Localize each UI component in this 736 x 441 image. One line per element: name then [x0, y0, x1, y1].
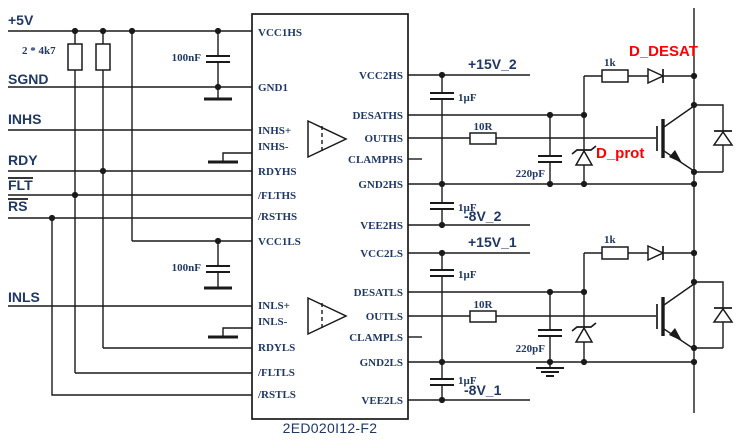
ic-part-number: 2ED020I12-F2 [283, 420, 378, 436]
buffer-triangle-ls-icon [307, 296, 348, 336]
ic-body [251, 13, 409, 420]
pin-gnd2ls: GND2LS [360, 357, 403, 369]
net-label-rdy: RDY [8, 152, 38, 168]
pullup-resistor-icons [67, 43, 111, 71]
value-1uf-1: 1µF [458, 92, 477, 104]
net-label-p15v1: +15V_1 [468, 234, 517, 250]
left-net-rails [8, 30, 252, 307]
pin-vee2hs: VEE2HS [360, 220, 403, 232]
left-net-labels: +5V SGND INHS RDY FLT RS INLS [8, 12, 48, 305]
resistor-1k-hs-icon [601, 69, 629, 83]
diode-d-desat-icon [647, 67, 665, 85]
value-1k-ls: 1k [604, 234, 617, 246]
pin-vcc1ls: VCC1LS [258, 236, 301, 248]
zener-d-prot-ls-icon [571, 292, 597, 362]
pin-fltls: /FLTLS [257, 367, 295, 379]
pin-inls-p: INLS+ [258, 300, 290, 312]
value-1uf-4: 1µF [458, 375, 477, 387]
value-pullup: 2 * 4k7 [22, 45, 56, 57]
cap-100nf-hs-icon [204, 31, 232, 101]
resistor-1k-ls-icon [601, 246, 629, 260]
pin-gnd1: GND1 [258, 82, 288, 94]
pin-inls-m: INLS- [258, 316, 288, 328]
pin-inhs-p: INHS+ [258, 125, 291, 137]
net-label-5v: +5V [8, 12, 34, 28]
pin-desatls: DESATLS [354, 287, 403, 299]
desat-branch-ls [583, 244, 694, 292]
pin-rstls: /RSTLS [257, 389, 296, 401]
desat-branch-hs [583, 67, 694, 115]
right-wires [408, 8, 695, 413]
inhs-minus-tie-icon [208, 152, 252, 164]
right-net-labels: +15V_2 -8V_2 +15V_1 -8V_1 [464, 56, 517, 398]
value-100nf-hs: 100nF [172, 52, 202, 64]
component-value-labels: 2 * 4k7 100nF 100nF 1µF 1µF 1µF 1µF 10R … [22, 45, 617, 387]
junction-dots [48, 27, 698, 404]
d-prot-label: D_prot [596, 145, 644, 162]
net-label-inls: INLS [8, 289, 40, 305]
value-220pf-ls: 220pF [516, 343, 546, 355]
ic-pin-labels: VCC1HS GND1 INHS+ INHS- RDYHS /FLTHS /RS… [257, 27, 403, 407]
net-label-rs: RS [8, 198, 27, 214]
pin-rdyhs: RDYHS [258, 166, 297, 178]
value-1uf-2: 1µF [458, 202, 477, 214]
pin-vcc2ls: VCC2LS [360, 248, 403, 260]
pin-inhs-m: INHS- [258, 141, 289, 153]
diode-desat-ls-icon [647, 244, 665, 262]
net-label-sgnd: SGND [8, 71, 48, 87]
gate-resistor-ls-icon [469, 310, 497, 323]
pin-rdyls: RDYLS [258, 342, 295, 354]
net-label-inhs: INHS [8, 111, 41, 127]
zener-d-prot-hs-icon [571, 115, 597, 184]
cap-220pf-hs-icon [538, 115, 562, 184]
value-10r-ls: 10R [474, 299, 494, 311]
cap-100nf-ls-icon [204, 241, 232, 290]
value-10r-hs: 10R [474, 121, 494, 133]
pin-clamphs: CLAMPHS [348, 154, 403, 166]
cap-1uf-icons [430, 75, 454, 400]
pin-flths: /FLTHS [257, 190, 296, 202]
pin-vee2ls: VEE2LS [361, 395, 403, 407]
highlight-labels: D_DESAT D_prot [596, 43, 698, 162]
freewheel-diode-hs-icon [694, 104, 734, 173]
net-label-m8v1: -8V_1 [464, 382, 502, 398]
gate-resistor-hs-icon [469, 132, 497, 145]
pin-outls: OUTLS [366, 311, 403, 323]
pin-vcc1hs: VCC1HS [258, 27, 302, 39]
net-label-p15v2: +15V_2 [468, 56, 517, 72]
pin-clampls: CLAMPLS [349, 332, 403, 344]
cap-220pf-ls-icon [538, 292, 562, 362]
net-label-flt: FLT [8, 177, 33, 193]
freewheel-diode-ls-icon [694, 281, 734, 349]
inls-minus-tie-icon [208, 327, 252, 339]
value-1k-hs: 1k [604, 57, 617, 69]
buffer-triangle-hs-icon [307, 119, 348, 159]
igbt-ls-icon [656, 283, 695, 350]
pin-ouths: OUTHS [364, 133, 403, 145]
value-100nf-ls: 100nF [172, 262, 202, 274]
igbt-hs-icon [656, 105, 695, 172]
net-label-m8v2: -8V_2 [464, 208, 502, 224]
pin-rsths: /RSTHS [257, 211, 297, 223]
pin-desaths: DESATHS [352, 110, 403, 122]
d-desat-label: D_DESAT [629, 43, 698, 60]
routing-wires [51, 31, 252, 396]
value-1uf-3: 1µF [458, 269, 477, 281]
value-220pf-hs: 220pF [516, 168, 546, 180]
pin-gnd2hs: GND2HS [358, 179, 403, 191]
pin-vcc2hs: VCC2HS [359, 70, 403, 82]
